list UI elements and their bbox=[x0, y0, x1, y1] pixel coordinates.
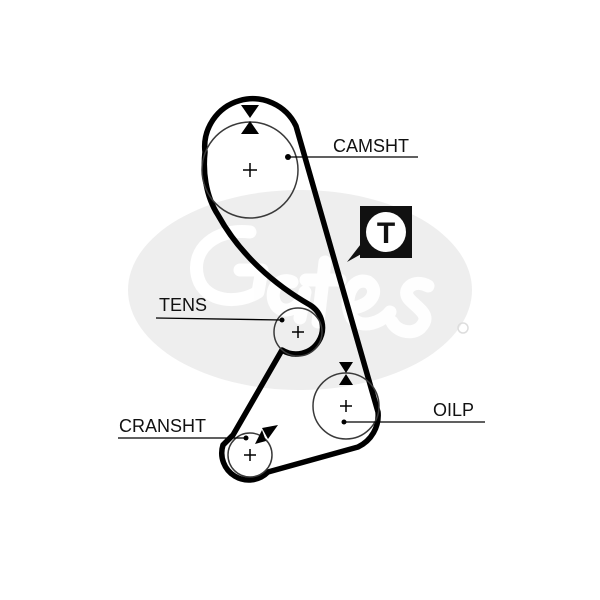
camshaft-label: CAMSHT bbox=[333, 136, 409, 156]
gates-logo-watermark bbox=[128, 190, 472, 390]
tensioner-badge-letter: T bbox=[377, 217, 395, 250]
leader-lines bbox=[118, 156, 485, 439]
timing-belt bbox=[201, 96, 381, 483]
oil-pump-label: OILP bbox=[433, 400, 474, 420]
tensioner-label: TENS bbox=[159, 295, 207, 315]
crankshaft-label: CRANSHT bbox=[119, 416, 206, 436]
camshaft-timing-mark bbox=[241, 105, 259, 134]
tensioner-badge-icon: T bbox=[347, 206, 412, 262]
oil-pump-timing-mark bbox=[339, 362, 353, 385]
crankshaft-timing-mark bbox=[255, 425, 278, 444]
tensioner-pulley bbox=[273, 307, 323, 357]
